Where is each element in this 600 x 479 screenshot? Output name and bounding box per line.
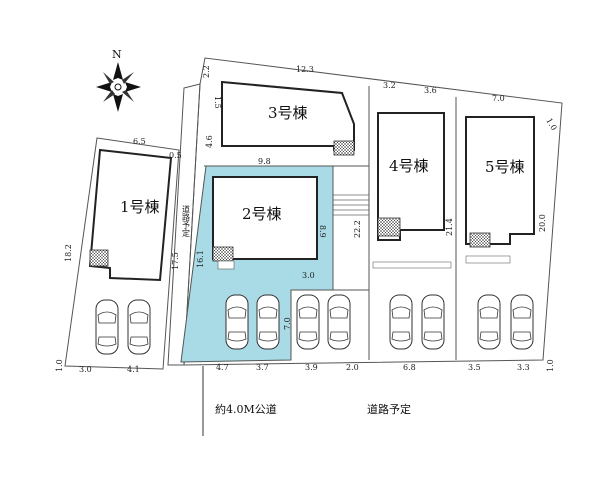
dim-label: 22.2 — [353, 220, 362, 238]
building-2-label: 2号棟 — [242, 205, 282, 223]
building-3-entrance — [333, 140, 355, 156]
car-icon — [510, 294, 534, 350]
building-5-entrance — [469, 232, 491, 248]
compass: N — [96, 48, 141, 112]
dim-label: 4.6 — [205, 135, 214, 148]
compass-north-arrow — [113, 62, 123, 80]
dim-label: 2.2 — [202, 65, 211, 78]
dim-label: 1.0 — [544, 117, 558, 133]
car-icon — [95, 299, 119, 355]
dim-label: 3.9 — [305, 363, 318, 372]
dim-label: 4.1 — [127, 365, 140, 374]
dim-label: 1.5 — [213, 96, 222, 109]
dim-label: 3.0 — [302, 271, 315, 280]
dim-label: 3.0 — [79, 365, 92, 374]
building-4-entrance — [377, 217, 401, 237]
dim-label: 20.0 — [538, 214, 547, 232]
building-5-label: 5号棟 — [485, 158, 525, 176]
car-icon — [296, 294, 320, 350]
dim-label: 3.3 — [517, 363, 530, 372]
dim-label: 6.8 — [403, 363, 416, 372]
dim-label: 3.7 — [256, 363, 269, 372]
car-icon — [256, 294, 280, 350]
dim-label: 2.0 — [346, 363, 359, 372]
car-icon — [225, 294, 249, 350]
planned-road-label: 道路予定 — [367, 402, 411, 416]
building-5 — [465, 116, 535, 245]
compass-north-label: N — [112, 48, 122, 61]
dim-label: 18.2 — [64, 244, 73, 262]
building-3-label: 3号棟 — [268, 104, 308, 122]
dim-label: 1.0 — [55, 359, 64, 372]
dim-label: 7.0 — [492, 94, 505, 103]
building-4-label: 4号棟 — [389, 157, 429, 175]
dim-label: 4.7 — [216, 363, 229, 372]
dim-label: 8.9 — [318, 225, 327, 238]
building-1-entrance — [89, 249, 109, 267]
dim-label: 21.4 — [445, 218, 454, 236]
dim-label: 3.6 — [424, 86, 437, 95]
parking-cars — [95, 294, 534, 355]
dim-label: 16.1 — [196, 250, 205, 268]
public-road-label: 約4.0M公道 — [215, 402, 277, 416]
dim-label: 3.2 — [383, 81, 396, 90]
dim-label: 9.8 — [258, 157, 271, 166]
car-icon — [421, 294, 445, 350]
car-icon — [127, 299, 151, 355]
building-2 — [212, 176, 318, 260]
car-icon — [389, 294, 413, 350]
side-road-label: 道路予定 — [182, 204, 191, 238]
dim-label: 1.0 — [546, 359, 555, 372]
lot-1-boundary — [64, 137, 180, 370]
dim-label: 0.5 — [169, 151, 182, 160]
dim-label: 6.5 — [133, 137, 146, 146]
car-icon — [327, 294, 351, 350]
dim-label: 3.5 — [468, 363, 481, 372]
building-1-label: 1号棟 — [120, 198, 160, 216]
dim-label: 7.0 — [283, 317, 292, 330]
car-icon — [477, 294, 501, 350]
building-2-entrance — [212, 246, 234, 262]
dim-label: 17.5 — [171, 252, 180, 270]
dim-label: 12.3 — [296, 65, 314, 74]
